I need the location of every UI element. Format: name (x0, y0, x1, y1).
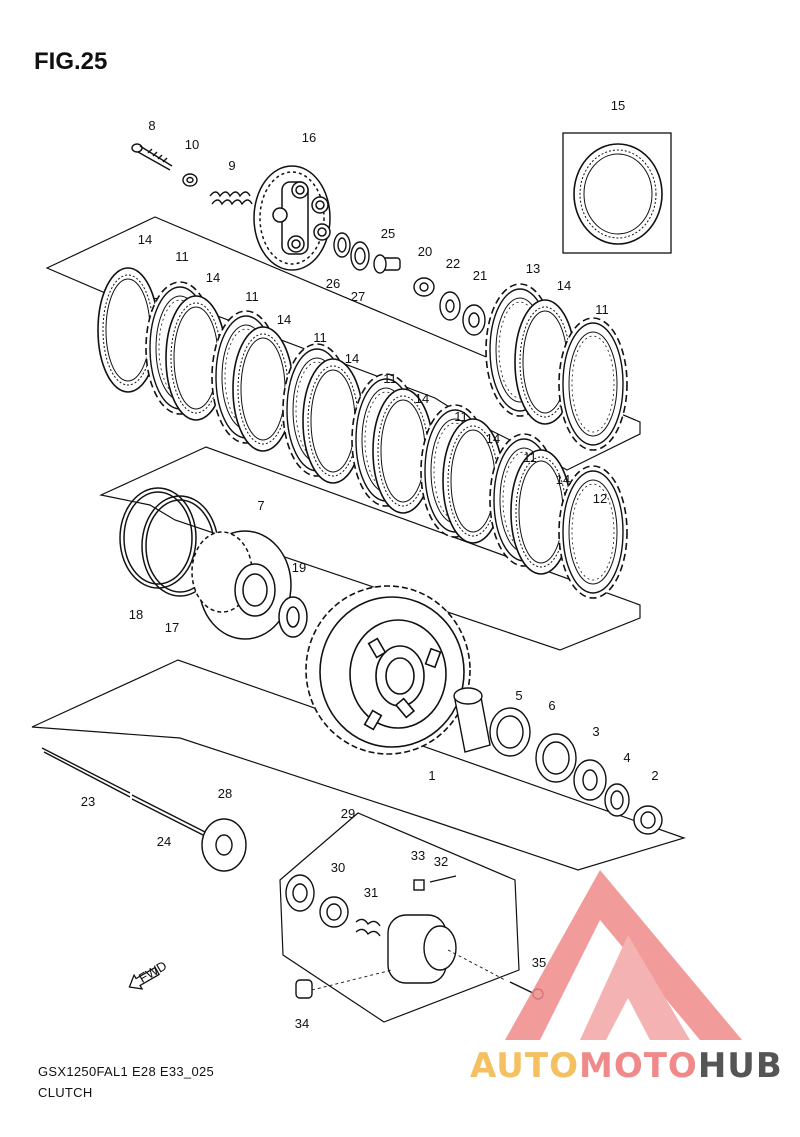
watermark-logo-icon (505, 870, 742, 1040)
callout-11-4: 11 (383, 371, 397, 386)
callout-17: 17 (165, 620, 179, 635)
callout-14-5: 14 (415, 391, 429, 406)
callout-12: 12 (593, 491, 607, 506)
callout-32: 32 (434, 854, 448, 869)
callout-30: 30 (331, 860, 345, 875)
callout-3: 3 (592, 724, 599, 739)
callout-11-7: 11 (595, 302, 609, 317)
callout-8: 8 (148, 118, 155, 133)
callout-14-4: 14 (345, 351, 359, 366)
callout-33: 33 (411, 848, 425, 863)
callout-14-6: 14 (486, 431, 500, 446)
callout-11-5: 11 (454, 409, 468, 424)
callout-14-1: 14 (138, 232, 152, 247)
callout-26: 26 (326, 276, 340, 291)
callout-27: 27 (351, 289, 365, 304)
callout-7: 7 (257, 498, 264, 513)
callout-14-2: 14 (206, 270, 220, 285)
callout-28: 28 (218, 786, 232, 801)
callout-20: 20 (418, 244, 432, 259)
callout-23: 23 (81, 794, 95, 809)
watermark-text: AUTOMOTOHUB (470, 1046, 783, 1086)
callout-9: 9 (228, 158, 235, 173)
callout-2: 2 (651, 768, 658, 783)
figure-name: CLUTCH (38, 1085, 93, 1100)
callout-16: 16 (302, 130, 316, 145)
callout-11-2: 11 (245, 289, 259, 304)
callout-35: 35 (532, 955, 546, 970)
fwd-arrow-icon: FWD (128, 958, 169, 990)
callout-18: 18 (129, 607, 143, 622)
callout-22: 22 (446, 256, 460, 271)
callout-6: 6 (548, 698, 555, 713)
callout-15: 15 (611, 98, 625, 113)
callout-5: 5 (515, 688, 522, 703)
callout-14-7: 14 (556, 472, 570, 487)
callout-14-3: 14 (277, 312, 291, 327)
callout-31: 31 (364, 885, 378, 900)
callout-29: 29 (341, 806, 355, 821)
callout-14-8: 14 (557, 278, 571, 293)
watermark-part3: HUB (697, 1046, 783, 1086)
callout-34: 34 (295, 1016, 309, 1031)
callout-1: 1 (428, 768, 435, 783)
callout-11-3: 11 (313, 330, 327, 345)
callout-4: 4 (623, 750, 630, 765)
watermark-part2: MOTO (578, 1046, 698, 1086)
callout-11-6: 11 (523, 450, 537, 465)
callout-25: 25 (381, 226, 395, 241)
figure-title: FIG.25 (34, 48, 108, 75)
figure-code: GSX1250FAL1 E28 E33_025 (38, 1064, 215, 1079)
callout-10: 10 (185, 137, 199, 152)
callout-13: 13 (526, 261, 540, 276)
callout-11-1: 11 (175, 249, 189, 264)
fwd-label: FWD (136, 958, 169, 986)
callout-24: 24 (157, 834, 171, 849)
callout-19: 19 (292, 560, 306, 575)
watermark-part1: AUTO (470, 1046, 579, 1086)
callout-21: 21 (473, 268, 487, 283)
